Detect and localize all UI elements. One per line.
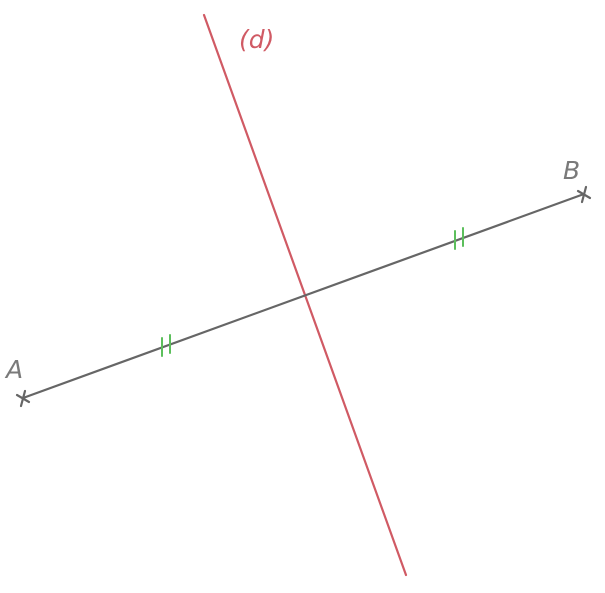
point-a-cross-mark	[15, 389, 31, 408]
point-b-cross-mark	[576, 185, 592, 204]
equal-length-tick-right	[454, 227, 464, 250]
point-a-label: A	[4, 355, 23, 384]
point-b-label: B	[563, 156, 580, 185]
segment-ab	[21, 192, 586, 400]
line-d-label: (d)	[239, 25, 274, 54]
equal-length-tick-left	[161, 334, 171, 357]
